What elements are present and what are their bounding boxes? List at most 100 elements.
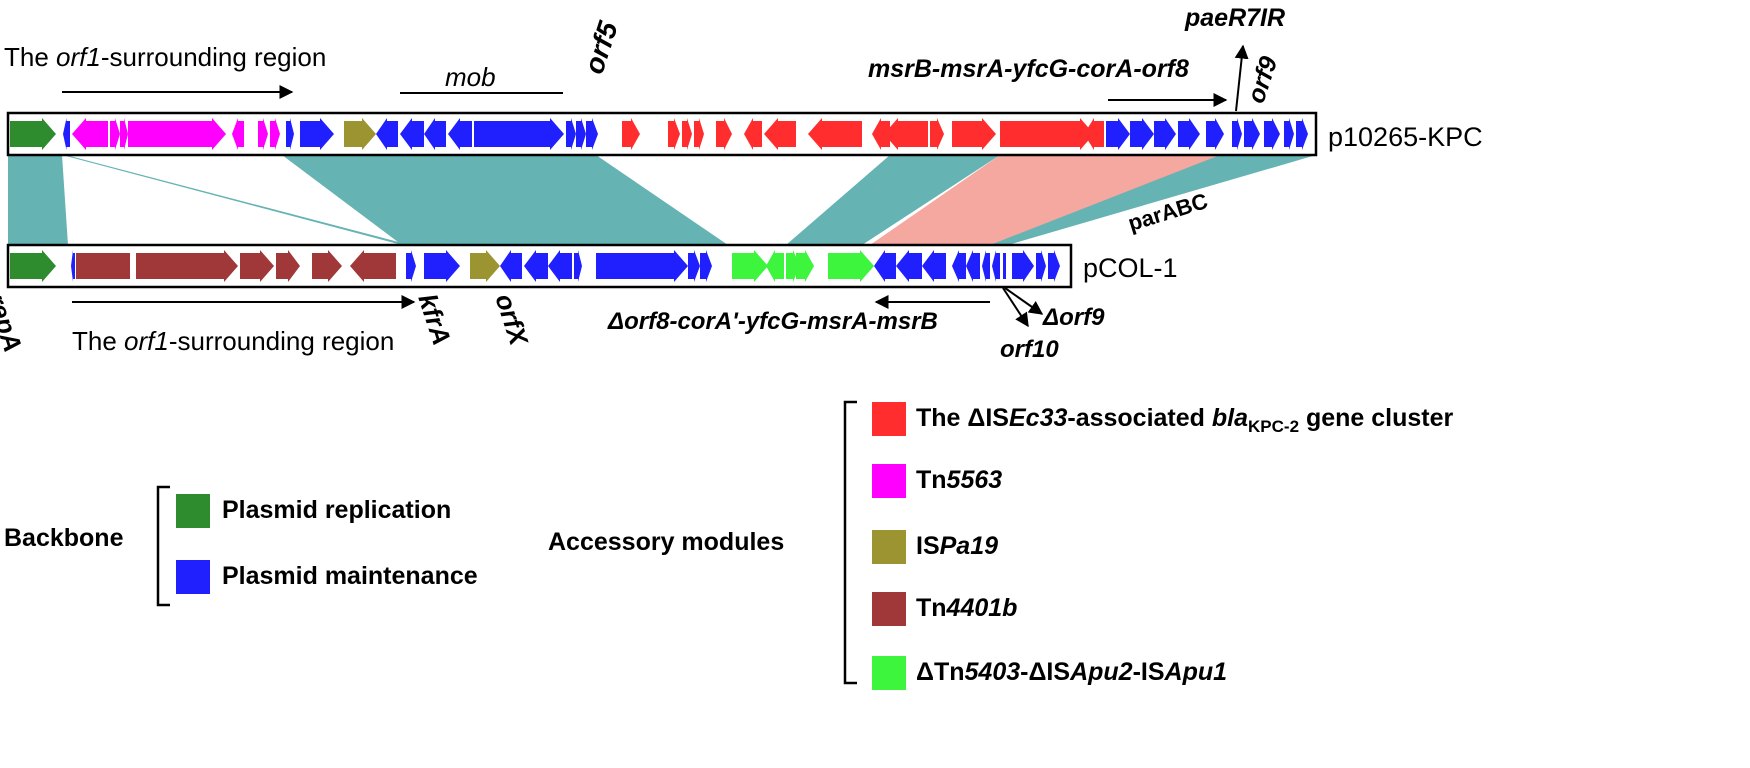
gene-arrow xyxy=(574,250,582,282)
gene-arrow xyxy=(566,118,576,150)
legend-swatch-maintenance xyxy=(176,560,210,594)
legend-swatch-ispa19 xyxy=(872,530,906,564)
gene-arrow xyxy=(952,118,996,150)
gene-arrow xyxy=(682,118,692,150)
orf10-label: orf10 xyxy=(1000,336,1059,363)
orf10-arrow xyxy=(1002,287,1029,328)
legend-label-replication: Plasmid replication xyxy=(222,496,452,524)
delta-orf9-arrow xyxy=(1004,287,1044,315)
gene-arrow xyxy=(966,250,980,282)
gene-arrow xyxy=(732,250,768,282)
annotation-lines xyxy=(62,44,1249,685)
gene-arrow xyxy=(240,250,274,282)
gene-arrow xyxy=(128,118,226,150)
gene-arrow xyxy=(982,250,990,282)
gene-arrow xyxy=(668,118,680,150)
homology-band xyxy=(8,155,68,245)
legend-label-kpc: The ΔISEc33-associated blaKPC-2 gene clu… xyxy=(916,404,1454,436)
legend-backbone-title: Backbone xyxy=(4,524,124,552)
legend-label-tn5403: ΔTn5403-ΔISApu2-ISApu1 xyxy=(916,658,1228,686)
gene-arrow xyxy=(1000,118,1094,150)
homology-regions xyxy=(8,155,1316,245)
gene-arrow xyxy=(400,118,424,150)
gene-arrow xyxy=(350,250,396,282)
gene-arrow xyxy=(764,118,796,150)
gene-arrow xyxy=(930,118,944,150)
gene-arrow xyxy=(1232,118,1242,150)
gene-arrow xyxy=(72,118,108,150)
bottom-orf1-region-label: The orf1-surrounding region xyxy=(72,326,395,356)
mob-label: mob xyxy=(445,62,496,92)
top-orf1-region-label: The orf1-surrounding region xyxy=(4,42,327,72)
gene-arrow xyxy=(828,250,874,282)
gene-arrow xyxy=(688,250,700,282)
homology-band xyxy=(990,155,1316,245)
delta-orf9-label: Δorf9 xyxy=(1043,304,1105,331)
gene-arrow xyxy=(10,250,56,282)
gene-arrow xyxy=(1154,118,1176,150)
legend-label-tn4401b: Tn4401b xyxy=(916,594,1018,622)
gene-arrow xyxy=(952,250,966,282)
legend-swatch-tn5563 xyxy=(872,464,906,498)
gene-arrow xyxy=(1012,250,1034,282)
gene-arrow xyxy=(766,250,784,282)
gene-arrow xyxy=(992,250,1000,282)
legend-swatch-kpc xyxy=(872,402,906,436)
gene-arrow xyxy=(110,118,120,150)
legend-label-tn5563: Tn5563 xyxy=(916,466,1003,494)
gene-arrow xyxy=(922,250,946,282)
gene-arrow xyxy=(1244,118,1260,150)
gene-arrow xyxy=(576,118,586,150)
homology-band xyxy=(282,155,728,245)
legend-accessory-title: Accessory modules xyxy=(548,528,785,556)
gene-arrow xyxy=(548,250,572,282)
gene-arrow xyxy=(872,118,890,150)
gene-arrow xyxy=(120,118,128,150)
gene-arrow xyxy=(1036,250,1046,282)
gene-arrow xyxy=(1206,118,1224,150)
gene-arrow xyxy=(232,118,244,150)
gene-arrow xyxy=(376,118,398,150)
paer7ir-arrow xyxy=(1234,44,1249,112)
gene-arrow xyxy=(276,250,300,282)
gene-arrow xyxy=(808,118,862,150)
gene-arrow xyxy=(1106,118,1130,150)
gene-arrow xyxy=(448,118,472,150)
gene-arrow xyxy=(344,118,376,150)
gene-arrow xyxy=(136,250,238,282)
gene-arrow xyxy=(300,118,334,150)
gene-arrow xyxy=(1178,118,1200,150)
gene-arrow xyxy=(524,250,548,282)
gene-arrow xyxy=(1296,118,1308,150)
gene-arrow xyxy=(586,118,598,150)
gene-arrow xyxy=(1048,250,1060,282)
gene-arrow xyxy=(884,118,928,150)
gene-arrow xyxy=(63,118,70,150)
gene-arrow xyxy=(470,250,500,282)
gene-arrow xyxy=(406,250,416,282)
homology-band xyxy=(870,155,1220,245)
legend-swatch-tn5403 xyxy=(872,656,906,690)
gene-arrow xyxy=(1130,118,1154,150)
gene-arrow xyxy=(424,250,460,282)
msr-cluster-label: msrB-msrA-yfcG-corA-orf8 xyxy=(868,55,1189,83)
gene-arrow xyxy=(622,118,640,150)
gene-arrow xyxy=(10,118,56,150)
gene-arrow xyxy=(424,118,446,150)
gene-arrow xyxy=(474,118,564,150)
delta-cluster-label: Δorf8-corA'-yfcG-msrA-msrB xyxy=(608,308,938,335)
legend-accessory-bracket xyxy=(843,400,857,685)
legend-swatch-replication xyxy=(176,494,210,528)
gene-arrow xyxy=(596,250,688,282)
homology-band xyxy=(786,155,1000,245)
gene-arrow xyxy=(1264,118,1280,150)
legend-label-maintenance: Plasmid maintenance xyxy=(222,562,478,590)
gene-arrow xyxy=(744,118,762,150)
gene-arrow xyxy=(700,250,712,282)
gene-arrows xyxy=(10,118,1308,282)
gene-arrow xyxy=(874,250,896,282)
gene-arrow xyxy=(76,253,130,279)
gene-arrow xyxy=(1284,118,1294,150)
gene-arrow xyxy=(258,118,268,150)
gene-arrow xyxy=(500,250,522,282)
